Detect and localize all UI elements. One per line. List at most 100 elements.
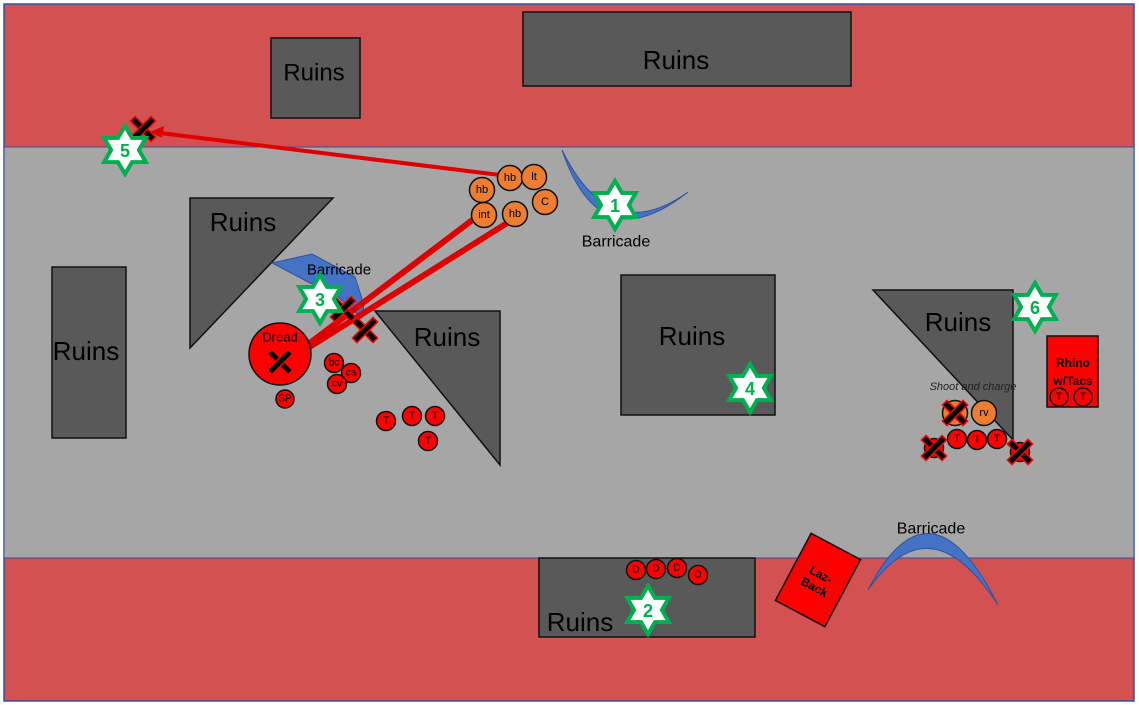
troop-unit-label: T <box>432 411 438 422</box>
shot-line <box>158 131 502 177</box>
rhino-passenger <box>1073 387 1093 407</box>
rhino-label: Rhino <box>1056 356 1090 370</box>
annotation-text: Shoot and charge <box>930 381 1017 393</box>
barricade-label: Barricade <box>897 521 966 538</box>
ruins-label: Ruins <box>643 45 709 75</box>
casualty-x-icon <box>351 316 379 344</box>
barricade-crescent-bottom <box>867 533 999 606</box>
casualty-x-stroke <box>922 436 946 460</box>
troop-unit <box>946 428 968 450</box>
dreadnought <box>248 322 312 386</box>
objective-number: 3 <box>315 290 325 310</box>
devastator-unit <box>666 557 688 579</box>
barricade-label: Barricade <box>582 234 651 251</box>
ruins-label: Ruins <box>53 336 119 366</box>
troop-unit-label: T <box>425 436 431 447</box>
objective-star-icon <box>590 177 640 233</box>
objective-number: 4 <box>745 379 755 399</box>
barricade-label: Barricade <box>307 262 371 279</box>
shot-line <box>289 217 515 361</box>
ruins-triangle <box>373 310 501 468</box>
objective-number: 5 <box>120 141 130 161</box>
arrow-icon <box>150 126 164 138</box>
ruins-label: Ruins <box>414 322 480 352</box>
ruins-block <box>51 266 127 439</box>
objective-star-icon <box>1010 279 1060 335</box>
troop-unit <box>401 405 423 427</box>
ruins-label: Ruins <box>210 207 276 237</box>
ruins-label: Ruins <box>547 607 613 637</box>
casualty-x-stroke <box>331 297 355 321</box>
shot-line <box>295 215 478 355</box>
casualty-x-icon <box>1006 438 1034 466</box>
objective-number: 6 <box>1030 298 1040 318</box>
land-raider: Laz-Back <box>774 532 862 628</box>
ruins-label: Ruins <box>925 307 991 337</box>
casualty-x-icon <box>266 348 294 376</box>
ruins-triangle <box>189 197 335 350</box>
rhino-passenger <box>1049 387 1069 407</box>
ruins-label: Ruins <box>659 321 725 351</box>
troop-unit-label: T <box>974 435 980 446</box>
player-unit-label: hb <box>509 208 521 220</box>
troop-unit <box>417 430 439 452</box>
character-unit <box>340 362 362 384</box>
rhino-passenger-label: T <box>1056 392 1062 403</box>
objective-number: 1 <box>610 196 620 216</box>
devastator-unit-label: D <box>694 570 701 581</box>
troop-unit-label: T <box>954 434 960 445</box>
ruins-block <box>270 37 361 119</box>
player-unit <box>501 200 529 228</box>
troop-unit-label: T <box>409 411 415 422</box>
casualty-x-stroke <box>1008 440 1032 464</box>
casualty-x-stroke <box>131 117 155 141</box>
objective-star-icon <box>623 582 673 638</box>
troop-unit <box>966 429 988 451</box>
devastator-unit <box>687 564 709 586</box>
character-unit <box>323 352 345 374</box>
player-unit-label: rv <box>979 407 989 419</box>
player-unit <box>531 188 559 216</box>
character-unit <box>326 373 348 395</box>
player-unit-label: hb <box>476 184 488 196</box>
casualty-x-icon <box>129 115 157 143</box>
devastator-unit <box>625 559 647 581</box>
player-unit-label: int <box>478 209 490 221</box>
character-unit-label: SP <box>278 394 292 405</box>
land-raider-hull <box>774 532 862 628</box>
casualty-x-icon <box>920 434 948 462</box>
player-unit-label: hb <box>504 172 516 184</box>
rhino-label: w/Tacs <box>1052 374 1092 388</box>
player-unit-label: C <box>541 196 549 208</box>
character-unit <box>275 389 295 409</box>
player-unit-label: lt <box>531 171 537 183</box>
ruins-label: Ruins <box>283 60 344 87</box>
ruins-block <box>522 11 852 87</box>
character-unit-label: ca <box>346 368 357 379</box>
rhino-passenger-label: T <box>1080 392 1086 403</box>
casualty-x-stroke <box>943 401 967 425</box>
devastator-unit <box>645 558 667 580</box>
troop-unit-label: T <box>994 434 1000 445</box>
objective-star-icon <box>100 122 150 178</box>
troop-unit <box>375 410 397 432</box>
player-unit <box>970 399 998 427</box>
troop-unit-label: T <box>383 416 389 427</box>
troop-unit <box>986 428 1008 450</box>
player-unit <box>470 201 498 229</box>
character-unit-label: cv <box>332 379 342 390</box>
player-unit <box>520 163 548 191</box>
casualty-x-stroke <box>353 318 377 342</box>
objective-star-icon <box>725 360 775 416</box>
objective-star-icon <box>295 271 345 327</box>
casualty-x-icon <box>941 399 969 427</box>
character-unit-label: bc <box>329 358 340 369</box>
devastator-unit-label: D <box>652 564 659 575</box>
objective-number: 2 <box>643 601 653 621</box>
casualty-x-stroke <box>268 350 292 374</box>
devastator-unit-label: D <box>673 563 680 574</box>
troop-unit <box>424 405 446 427</box>
devastator-unit-label: D <box>632 565 639 576</box>
